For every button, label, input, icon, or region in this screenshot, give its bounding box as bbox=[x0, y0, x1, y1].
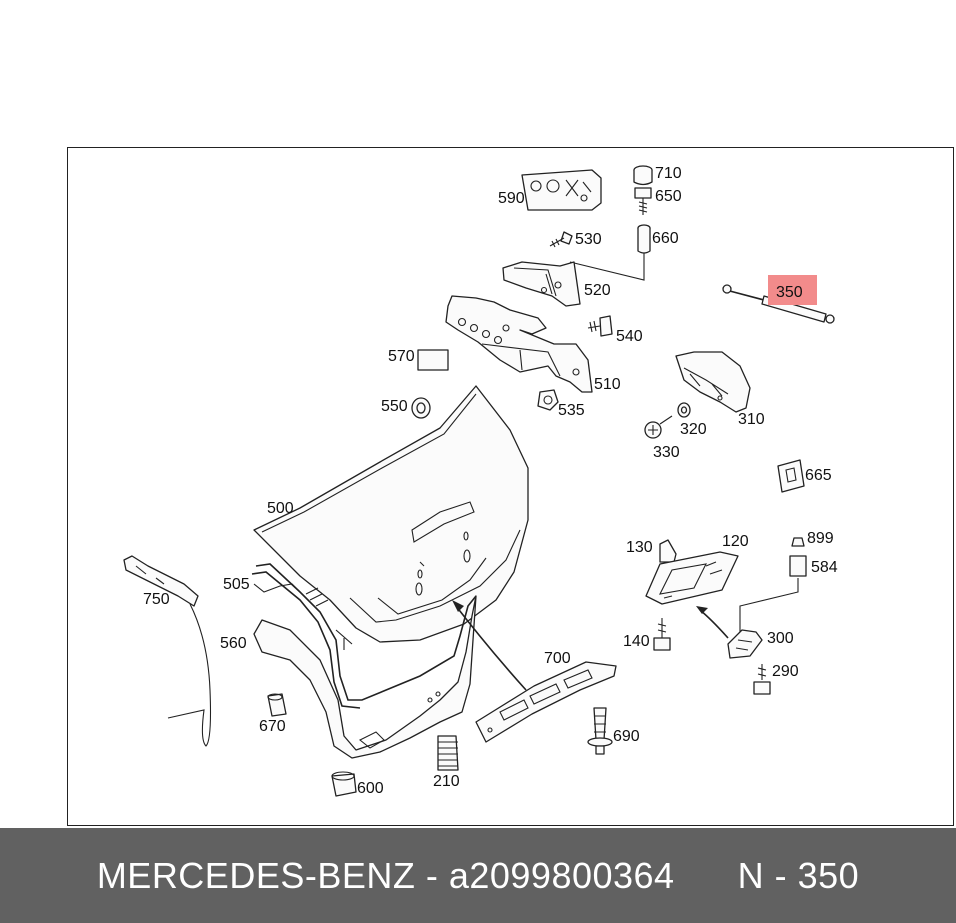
part-505-seal[interactable] bbox=[251, 563, 477, 709]
part-750-release-cable[interactable] bbox=[123, 555, 212, 747]
part-899-pin[interactable] bbox=[791, 537, 805, 547]
part-330-screw[interactable] bbox=[644, 415, 673, 439]
part-310-handle[interactable] bbox=[675, 351, 751, 413]
label-210[interactable]: 210 bbox=[433, 773, 460, 790]
parts-diagram: 710 650 590 660 530 520 350 540 570 510 … bbox=[123, 165, 838, 797]
part-120-license-lamp[interactable] bbox=[645, 551, 739, 605]
part-590-bracket[interactable] bbox=[521, 169, 602, 211]
part-320-washer[interactable] bbox=[677, 402, 691, 418]
part-535-nut[interactable] bbox=[537, 389, 559, 411]
highlight-box-350 bbox=[768, 275, 817, 305]
label-120[interactable]: 120 bbox=[722, 533, 749, 550]
part-550-nut[interactable] bbox=[411, 397, 431, 419]
part-number: a2099800364 bbox=[448, 854, 675, 896]
label-665[interactable]: 665 bbox=[805, 467, 832, 484]
label-570[interactable]: 570 bbox=[388, 348, 415, 365]
part-530-screw[interactable] bbox=[549, 231, 573, 248]
label-130[interactable]: 130 bbox=[626, 539, 653, 556]
label-690[interactable]: 690 bbox=[613, 728, 640, 745]
separator: - bbox=[415, 854, 449, 896]
label-320[interactable]: 320 bbox=[680, 421, 707, 438]
part-290-screw[interactable] bbox=[753, 664, 771, 695]
part-600-cap[interactable] bbox=[331, 771, 357, 797]
label-750[interactable]: 750 bbox=[143, 591, 170, 608]
part-300-switch[interactable] bbox=[727, 629, 763, 659]
part-540-screw[interactable] bbox=[587, 315, 613, 337]
brand-name: MERCEDES-BENZ bbox=[96, 854, 416, 896]
label-500[interactable]: 500 bbox=[267, 500, 294, 517]
part-650-bolt[interactable] bbox=[634, 187, 652, 215]
label-600[interactable]: 600 bbox=[357, 780, 384, 797]
label-560[interactable]: 560 bbox=[220, 635, 247, 652]
label-535[interactable]: 535 bbox=[558, 402, 585, 419]
part-510-hinge-arm[interactable] bbox=[445, 295, 593, 393]
part-665-clip[interactable] bbox=[777, 459, 805, 493]
footer-caption: MERCEDES-BENZ - a2099800364 N - 350 bbox=[97, 855, 859, 897]
label-510[interactable]: 510 bbox=[594, 376, 621, 393]
part-130-clip[interactable] bbox=[659, 539, 677, 563]
label-660[interactable]: 660 bbox=[652, 230, 679, 247]
label-530[interactable]: 530 bbox=[575, 231, 602, 248]
label-300[interactable]: 300 bbox=[767, 630, 794, 647]
label-330[interactable]: 330 bbox=[653, 444, 680, 461]
part-500-trunk-lid[interactable] bbox=[253, 385, 529, 643]
label-140[interactable]: 140 bbox=[623, 633, 650, 650]
label-350[interactable]: 350 bbox=[776, 284, 803, 301]
spacer bbox=[675, 855, 738, 896]
part-670-bumper[interactable] bbox=[267, 693, 287, 717]
footer-bar: MERCEDES-BENZ - a2099800364 N - 350 bbox=[0, 828, 956, 923]
label-590[interactable]: 590 bbox=[498, 190, 525, 207]
label-899[interactable]: 899 bbox=[807, 530, 834, 547]
part-660-sleeve[interactable] bbox=[637, 224, 651, 254]
label-700[interactable]: 700 bbox=[544, 650, 571, 667]
part-690-clip[interactable] bbox=[587, 707, 613, 755]
part-520-hinge[interactable] bbox=[502, 261, 581, 307]
part-710-cap[interactable] bbox=[633, 165, 653, 186]
label-310[interactable]: 310 bbox=[738, 411, 765, 428]
part-700-trim-strip[interactable] bbox=[475, 661, 617, 743]
callout-labels: 710 650 590 660 530 520 350 540 570 510 … bbox=[143, 165, 838, 797]
label-650[interactable]: 650 bbox=[655, 188, 682, 205]
position-number: N - 350 bbox=[737, 854, 860, 896]
label-520[interactable]: 520 bbox=[584, 282, 611, 299]
label-540[interactable]: 540 bbox=[616, 328, 643, 345]
label-505[interactable]: 505 bbox=[223, 576, 250, 593]
part-560-inner-frame[interactable] bbox=[253, 587, 477, 759]
label-290[interactable]: 290 bbox=[772, 663, 799, 680]
part-570-pad[interactable] bbox=[417, 349, 449, 371]
label-550[interactable]: 550 bbox=[381, 398, 408, 415]
part-584-connector[interactable] bbox=[789, 555, 807, 577]
label-584[interactable]: 584 bbox=[811, 559, 838, 576]
label-710[interactable]: 710 bbox=[655, 165, 682, 182]
part-140-screw[interactable] bbox=[653, 618, 671, 651]
label-670[interactable]: 670 bbox=[259, 718, 286, 735]
part-210-plug[interactable] bbox=[437, 735, 459, 771]
